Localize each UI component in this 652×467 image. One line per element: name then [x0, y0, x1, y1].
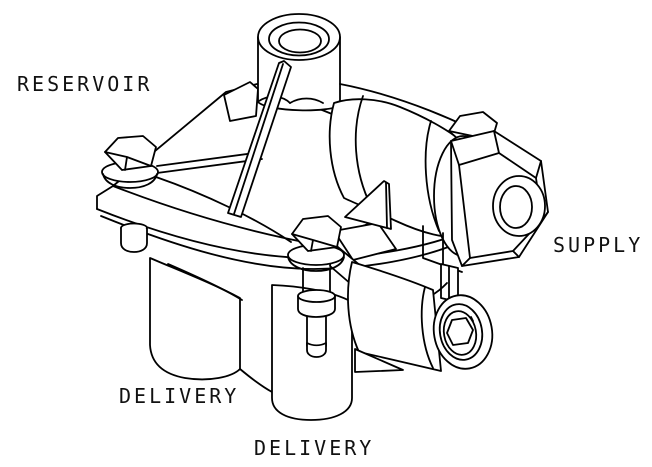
label-delivery-left: DELIVERY — [119, 384, 240, 408]
plug-boss — [347, 261, 494, 373]
rib-right — [344, 180, 392, 230]
label-reservoir: RESERVOIR — [17, 72, 153, 96]
left-hex-bolt — [101, 135, 159, 253]
label-supply: SUPPLY — [553, 233, 644, 257]
hex-socket — [446, 317, 474, 346]
delivery-chamber-left — [149, 257, 241, 381]
rib-left — [227, 60, 292, 218]
label-delivery-bottom: DELIVERY — [254, 436, 375, 460]
center-hex-bolt — [287, 215, 345, 358]
cover-tab — [223, 81, 259, 122]
supply-hex-fitting — [433, 130, 549, 267]
